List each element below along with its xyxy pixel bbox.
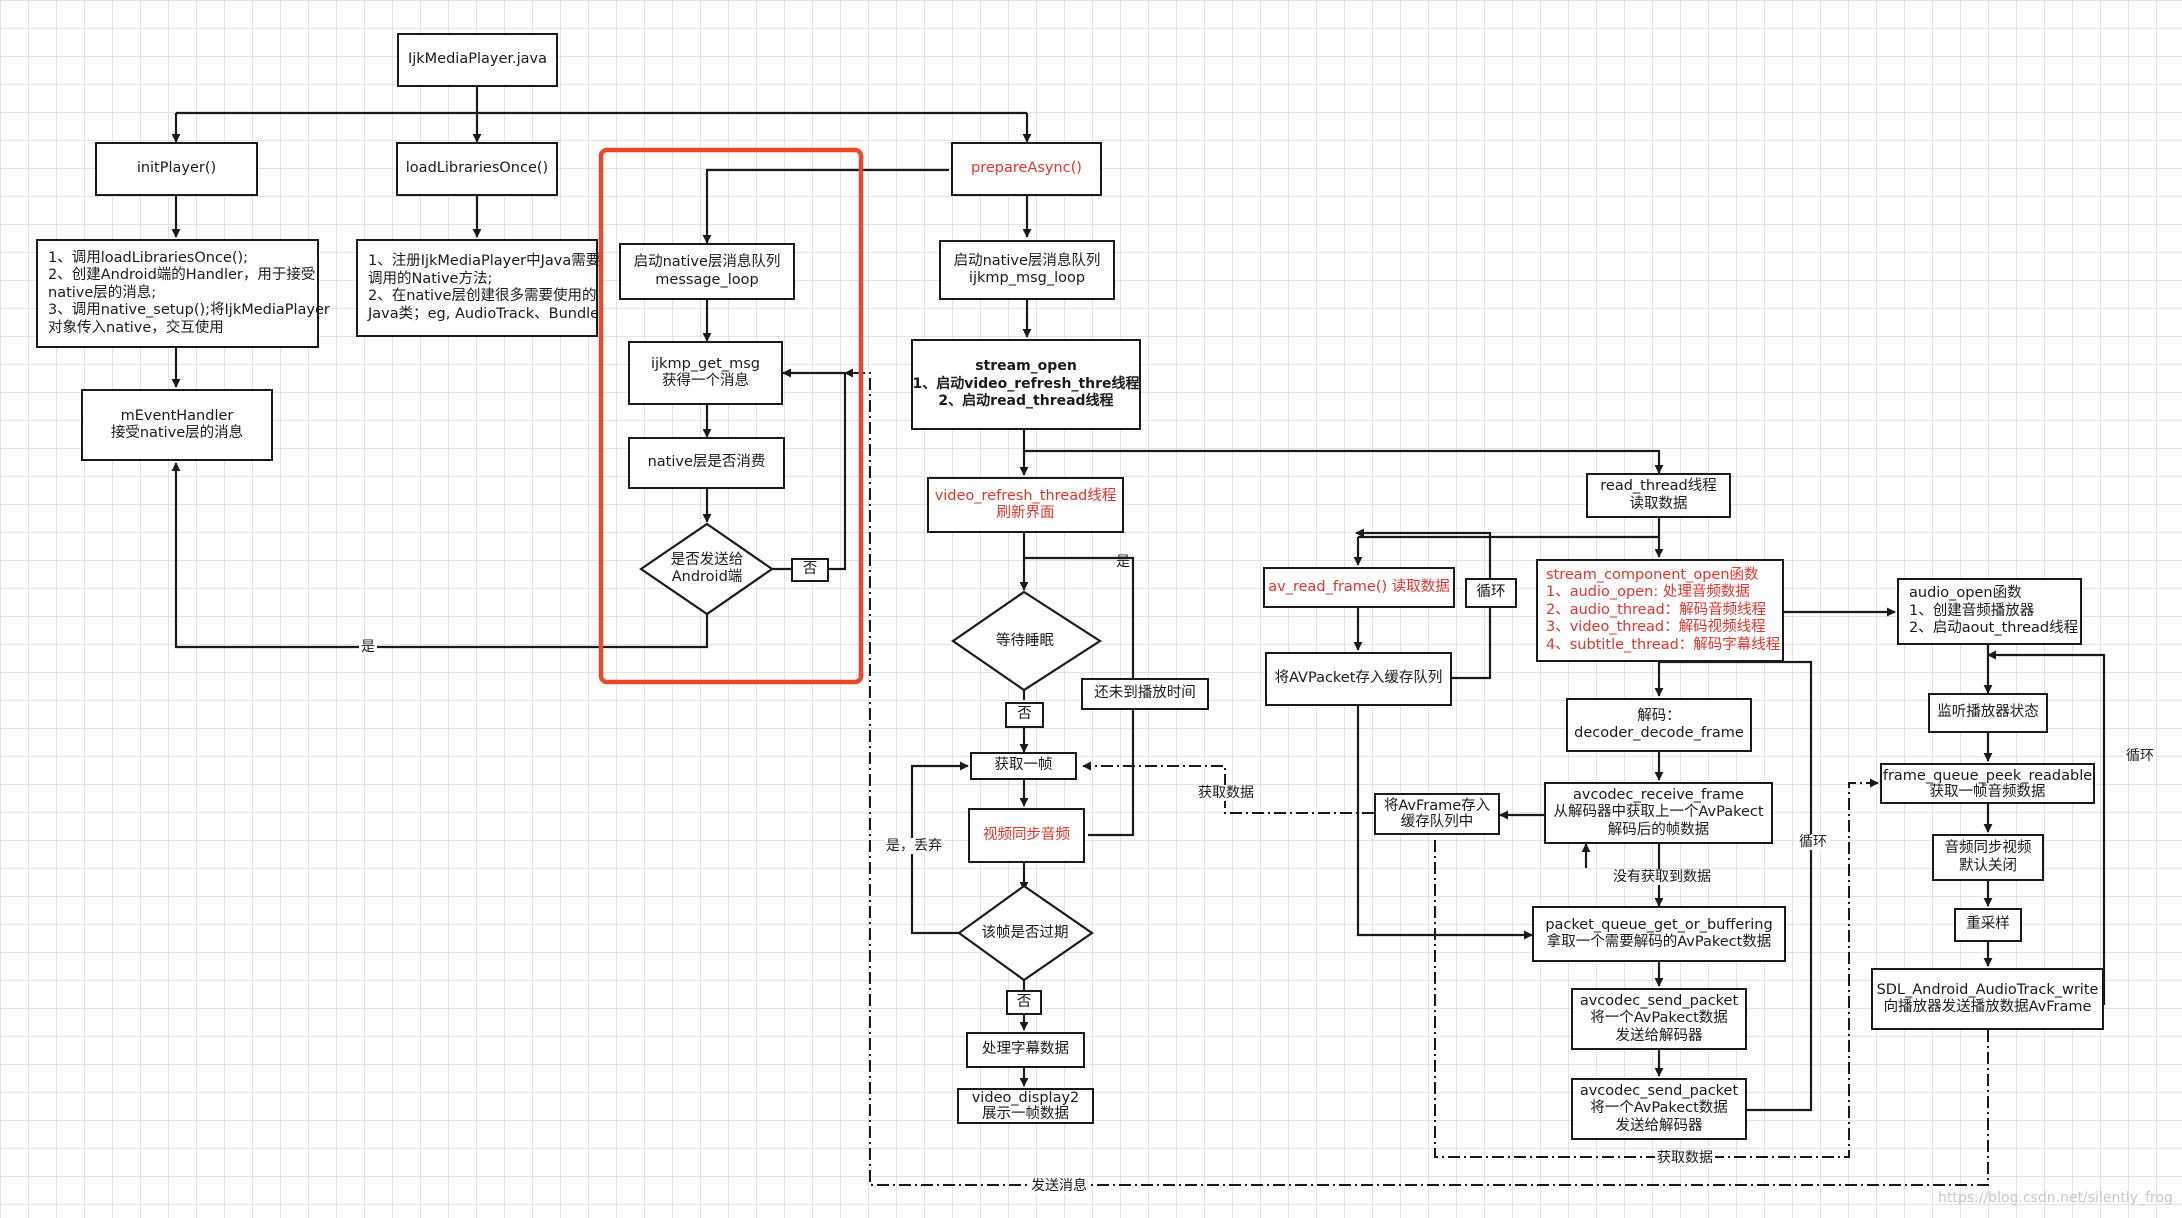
node-av-read-frame: av_read_frame() 读取数据	[1263, 567, 1455, 608]
node-monitor-state: 监听播放器状态	[1928, 693, 2048, 733]
label-no-box-1: 否	[791, 558, 829, 582]
label-loop-2: 循环	[1797, 834, 1829, 850]
node-av-sync: 视频同步音频	[968, 808, 1085, 863]
label-loop-3: 循环	[2124, 748, 2156, 764]
node-native-consume: native层是否消费	[628, 437, 785, 489]
node-send-packet-1: avcodec_send_packet 将一个AvPakect数据 发送给解码器	[1571, 988, 1747, 1050]
node-get-msg: ijkmp_get_msg 获得一个消息	[628, 341, 783, 405]
node-stream-open: stream_open 1、启动video_refresh_thre线程 2、启…	[911, 339, 1141, 430]
wire-yes-to-handler	[171, 462, 709, 649]
node-receive-frame: avcodec_receive_frame 从解码器中获取上一个AvPakect…	[1544, 782, 1773, 844]
wire-loop-audio	[1987, 650, 2106, 1005]
node-subtitle: 处理字幕数据	[966, 1032, 1085, 1068]
node-frame-queue-peek: frame_queue_peek_readable 获取一帧音频数据	[1880, 763, 2095, 804]
diamond-frame-expired	[957, 884, 1094, 982]
wire-stream-readthread	[1024, 449, 1664, 474]
label-yes-discard: 是，丢弃	[884, 838, 944, 854]
label-send-message: 发送消息	[1029, 1178, 1089, 1194]
diamond-frame-expired-text: 该帧是否过期	[981, 924, 1069, 941]
watermark: https://blog.csdn.net/silently_frog	[1938, 1190, 2173, 1206]
label-no-box-3: 否	[1006, 990, 1042, 1015]
wire-prepare-to-msgloop	[702, 168, 949, 244]
node-resample: 重采样	[1954, 908, 2022, 942]
node-read-thread: read_thread线程 读取数据	[1586, 473, 1731, 518]
node-audiotrack-write: SDL_Android_AudioTrack_write 向播放器发送播放数据A…	[1871, 968, 2104, 1030]
label-no-data: 没有获取到数据	[1611, 869, 1713, 885]
node-audio-sync-video: 音频同步视频 默认关闭	[1932, 834, 2044, 881]
label-loop-box-1: 循环	[1465, 578, 1517, 608]
wire-getdata-framecache	[1082, 761, 1374, 814]
node-ijkmediaplayer-java: IjkMediaPlayer.java	[397, 33, 558, 87]
node-video-display: video_display2 展示一帧数据	[957, 1088, 1094, 1124]
label-no-box-2: 否	[1005, 702, 1044, 728]
wire-packet-queue	[1356, 706, 1533, 940]
diamond-wait-sleep	[951, 590, 1103, 692]
label-get-data-2: 获取数据	[1655, 1150, 1715, 1166]
node-ijkmp-msg-loop: 启动native层消息队列 ijkmp_msg_loop	[939, 240, 1115, 300]
wire-getdata-audio	[1434, 778, 1879, 1158]
node-send-packet-2: avcodec_send_packet 将一个AvPakect数据 发送给解码器	[1571, 1078, 1747, 1140]
diamond-send-android-text: 是否发送给 Android端	[670, 552, 744, 585]
diamond-send-android	[639, 522, 774, 616]
node-audio-open: audio_open函数 1、创建音频播放器 2、启动aout_thread线程	[1897, 578, 2082, 645]
label-yes-1: 是	[359, 639, 377, 655]
node-initplayer-desc: 1、调用loadLibrariesOnce(); 2、创建Android端的Ha…	[36, 239, 330, 348]
node-packet-cache: 将AVPacket存入缓存队列	[1265, 652, 1452, 706]
node-video-refresh-thread: video_refresh_thread线程 刷新界面	[927, 477, 1124, 533]
label-get-data-1: 获取数据	[1196, 785, 1256, 801]
label-yes-2: 是	[1116, 554, 1130, 570]
node-stream-component-open: stream_component_open函数 1、audio_open: 处理…	[1536, 559, 1784, 662]
node-frame-cache: 将AvFrame存入 缓存队列中	[1374, 793, 1500, 835]
diamond-wait-sleep-text: 等待睡眠	[996, 632, 1054, 649]
node-loadlibraries-desc: 1、注册IjkMediaPlayer中Java需要 调用的Native方法; 2…	[356, 239, 600, 337]
node-packet-get: packet_queue_get_or_buffering 拿取一个需要解码的A…	[1532, 906, 1786, 962]
node-not-yet-time: 还未到播放时间	[1081, 678, 1209, 710]
node-prepareasync: prepareAsync()	[951, 142, 1102, 196]
node-get-frame: 获取一帧	[970, 752, 1077, 780]
node-decode: 解码： decoder_decode_frame	[1566, 698, 1752, 752]
node-initplayer: initPlayer()	[95, 142, 258, 196]
wire-no-loop-back	[782, 368, 847, 571]
highlight-frame	[598, 147, 864, 685]
wire-loop-decode	[1659, 660, 1813, 1112]
node-loadlibrariesonce: loadLibrariesOnce()	[396, 142, 558, 196]
node-event-handler: mEventHandler 接受native层的消息	[81, 389, 273, 461]
node-message-loop: 启动native层消息队列 message_loop	[619, 243, 795, 300]
